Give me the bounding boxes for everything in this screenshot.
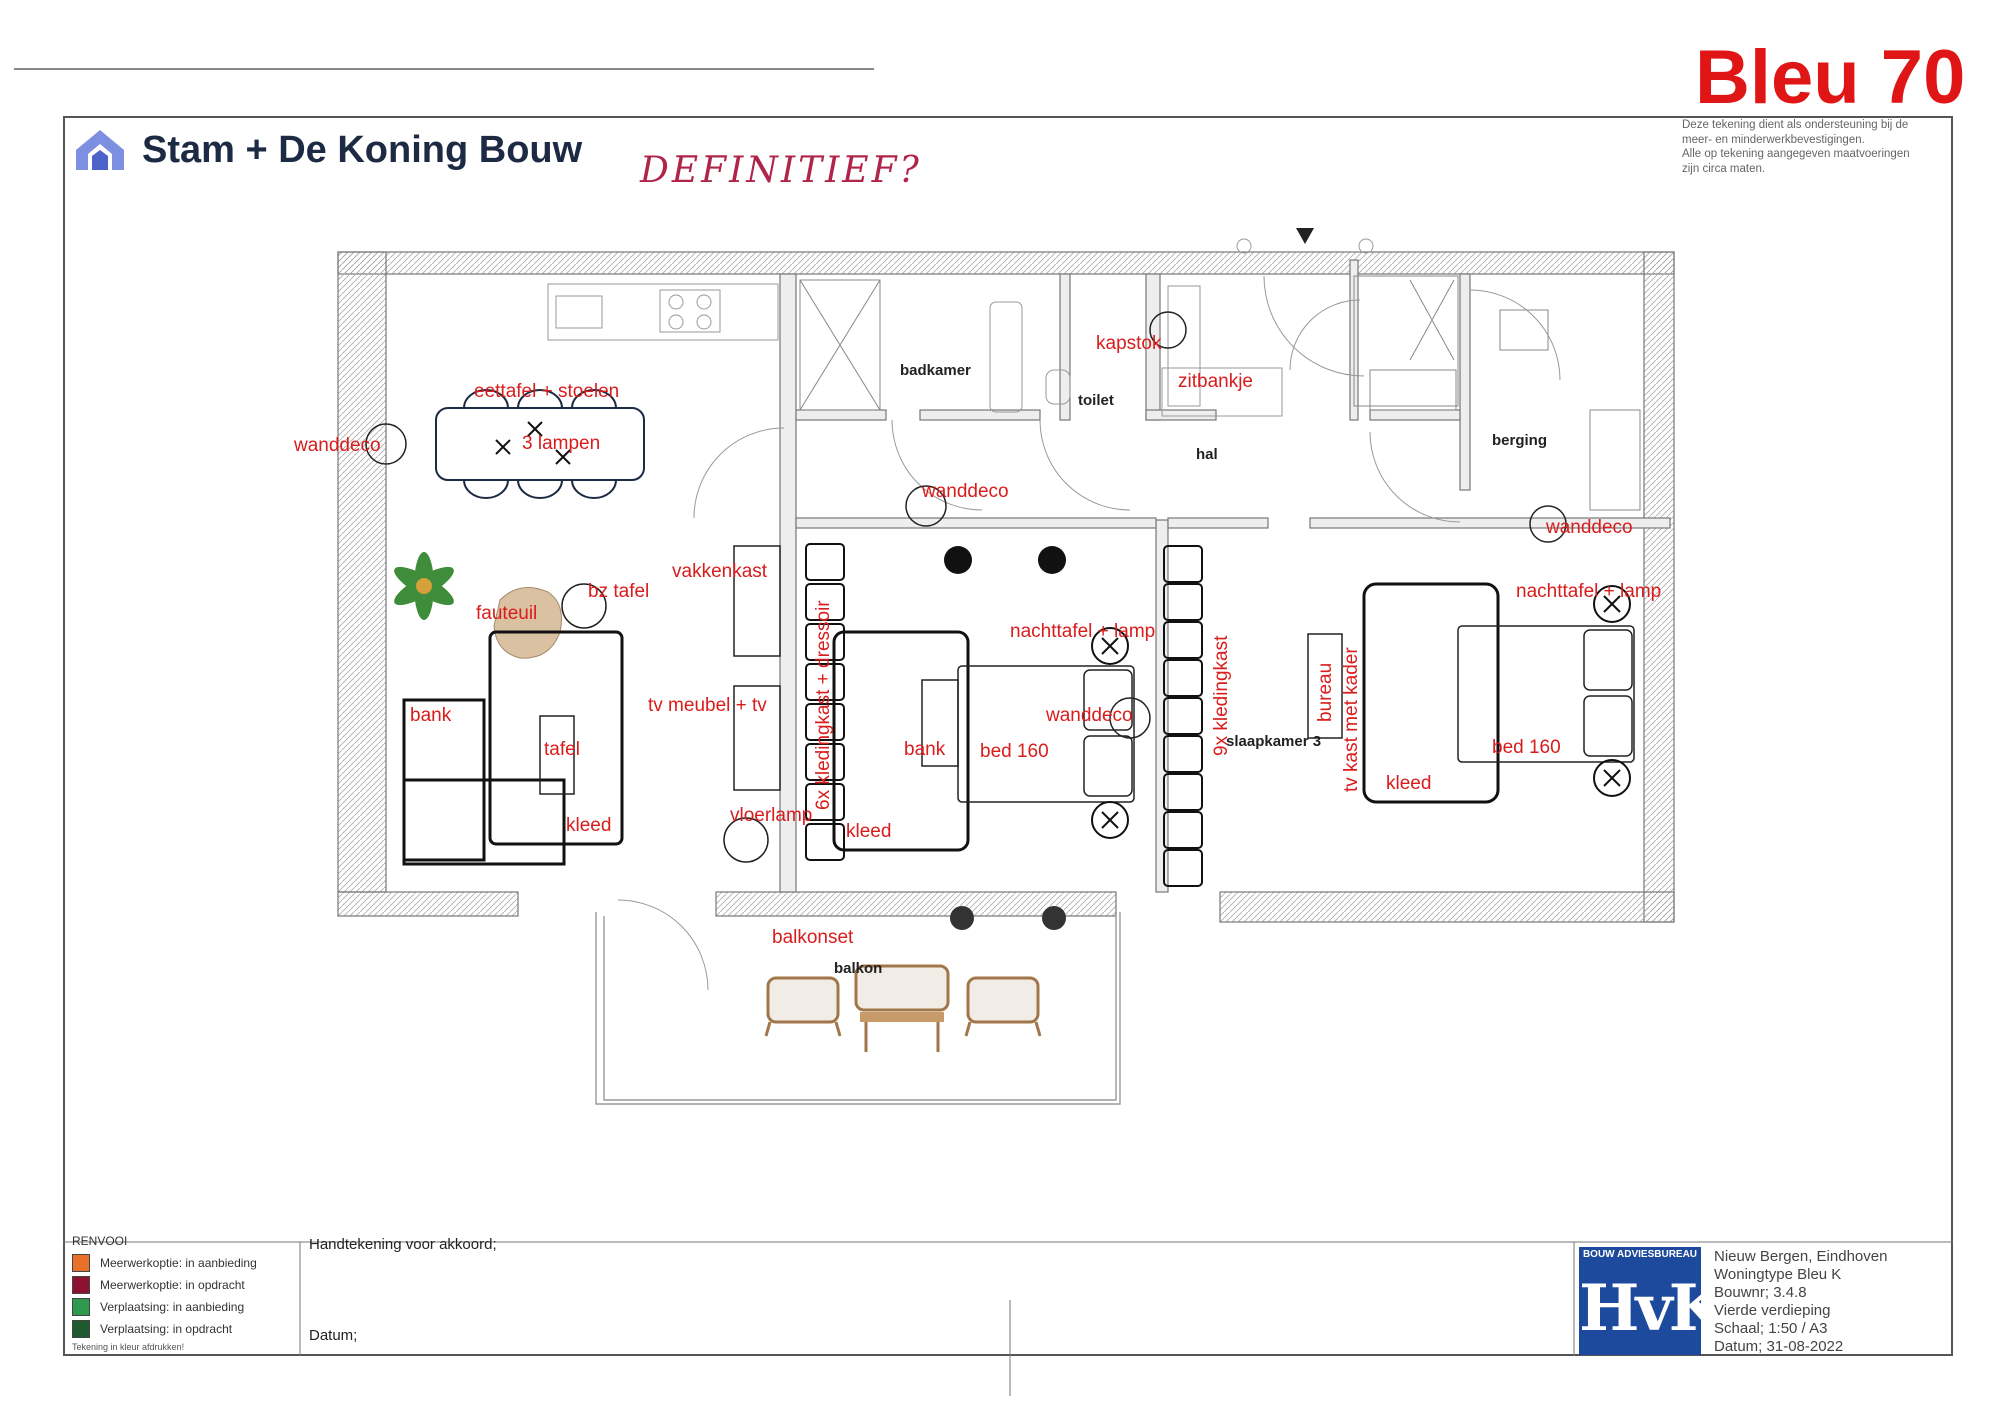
label-bed-160-a: bed 160	[980, 741, 1049, 762]
hvk-logo-mark: HvK	[1579, 1271, 1724, 1346]
legend-footnote: Tekening in kleur afdrukken!	[72, 1342, 185, 1352]
legend: RENVOOI Meerwerkoptie: in aanbieding Mee…	[72, 1234, 297, 1352]
label-balkonset: balkonset	[772, 927, 854, 948]
legend-label: Meerwerkoptie: in opdracht	[100, 1278, 245, 1292]
balcony-outline	[595, 912, 1121, 1105]
house-logo-icon	[76, 130, 124, 170]
label-kapstok: kapstok	[1096, 333, 1162, 354]
label-nachttafel-a: nachttafel + lamp	[1010, 621, 1156, 642]
legend-item: Verplaatsing: in opdracht	[72, 1318, 297, 1340]
legend-swatch	[72, 1254, 90, 1272]
label-wanddeco-hal: wanddeco	[922, 481, 1009, 502]
plan-badge: Bleu 70	[1695, 35, 1966, 120]
company-header: Stam + De Koning Bouw	[72, 126, 582, 174]
label-wanddeco-living: wanddeco	[294, 435, 381, 456]
signature-label: Handtekening voor akkoord;	[309, 1236, 497, 1253]
label-bureau: bureau	[1315, 662, 1336, 722]
legend-title: RENVOOI	[72, 1234, 128, 1248]
drawing-frame	[63, 116, 1953, 1356]
status-note: DEFINITIEF?	[640, 150, 922, 191]
room-berging: berging	[1492, 432, 1547, 449]
label-zitbankje: zitbankje	[1178, 371, 1253, 392]
legend-label: Meerwerkoptie: in aanbieding	[100, 1256, 257, 1270]
legend-label: Verplaatsing: in aanbieding	[100, 1300, 245, 1314]
label-kledingkast-9: 9x kledingkast	[1211, 635, 1232, 756]
top-rule	[14, 68, 874, 70]
project-line: Bouwnr; 3.4.8	[1714, 1284, 1807, 1301]
kitchen-counter	[547, 283, 779, 341]
disclaimer: Deze tekening dient als ondersteuning bi…	[1682, 118, 1944, 176]
label-bank-living: bank	[410, 705, 452, 726]
entry-arrow	[1296, 228, 1314, 244]
bedroom-rug-a	[832, 630, 970, 852]
label-wanddeco-bedroom: wanddeco	[1046, 705, 1133, 726]
label-kleed-living: kleed	[566, 815, 612, 836]
label-nachttafel-b: nachttafel + lamp	[1516, 581, 1662, 602]
label-fauteuil: fauteuil	[476, 603, 538, 624]
label-eettafel: eettafel + stoelen	[474, 381, 620, 402]
legend-swatch	[72, 1320, 90, 1338]
bed-b	[1457, 625, 1635, 763]
hvk-logo: BOUW ADVIESBUREAU HvK	[1579, 1247, 1724, 1355]
room-balkon: balkon	[834, 960, 883, 977]
room-toilet: toilet	[1078, 392, 1114, 409]
hvk-logo-caption: BOUW ADVIESBUREAU	[1582, 1249, 1698, 1260]
wardrobe-column-b	[1163, 545, 1203, 887]
dining-table	[435, 389, 645, 499]
label-bed-160-b: bed 160	[1492, 737, 1561, 758]
wardrobe-column-a	[805, 543, 845, 861]
label-bank-bedroom: bank	[904, 739, 946, 760]
legend-item: Verplaatsing: in aanbieding	[72, 1296, 297, 1318]
balcony-set	[764, 964, 1042, 1052]
disclaimer-line: zijn circa maten.	[1682, 162, 1766, 175]
disclaimer-line: meer- en minderwerkbevestigingen.	[1682, 133, 1865, 146]
label-bz-tafel: bz tafel	[588, 581, 650, 602]
legend-swatch	[72, 1298, 90, 1316]
project-line: Schaal; 1:50 / A3	[1714, 1320, 1828, 1337]
living-rug	[488, 630, 624, 846]
date-label: Datum;	[309, 1327, 358, 1344]
label-tafel: tafel	[544, 739, 580, 760]
label-tv-meubel: tv meubel + tv	[648, 695, 767, 716]
label-kleed-master: kleed	[1386, 773, 1432, 794]
label-kleed-bedroom: kleed	[846, 821, 892, 842]
legend-item: Meerwerkoptie: in aanbieding	[72, 1252, 297, 1274]
legend-label: Verplaatsing: in opdracht	[100, 1322, 233, 1336]
label-kledingkast-6: 6x kledingkast + dressoir	[813, 600, 834, 810]
legend-swatch	[72, 1276, 90, 1294]
company-name: Stam + De Koning Bouw	[142, 128, 583, 171]
legend-item: Meerwerkoptie: in opdracht	[72, 1274, 297, 1296]
room-badkamer: badkamer	[900, 362, 971, 379]
project-info: Nieuw Bergen, Eindhoven Woningtype Bleu …	[1714, 1248, 1887, 1356]
label-wanddeco-berging: wanddeco	[1546, 517, 1633, 538]
label-vloerlamp: vloerlamp	[730, 805, 813, 826]
lamp-markers	[495, 421, 571, 465]
label-vakkenkast: vakkenkast	[672, 561, 768, 582]
project-line: Datum; 31-08-2022	[1714, 1338, 1844, 1355]
interior-walls	[779, 259, 1671, 893]
label-lampen: 3 lampen	[522, 433, 601, 454]
bedroom-rug-b	[1362, 582, 1500, 804]
project-line: Vierde verdieping	[1714, 1302, 1831, 1319]
outer-walls	[337, 251, 1675, 923]
project-line: Nieuw Bergen, Eindhoven	[1714, 1248, 1888, 1265]
room-hal: hal	[1196, 446, 1218, 463]
bed-a	[957, 665, 1135, 803]
disclaimer-line: Deze tekening dient als ondersteuning bi…	[1682, 119, 1909, 131]
plant	[394, 552, 454, 620]
label-tv-kast: tv kast met kader	[1341, 647, 1362, 792]
room-slaapkamer-3: slaapkamer 3	[1226, 733, 1322, 750]
disclaimer-line: Alle op tekening aangegeven maatvoeringe…	[1682, 148, 1910, 160]
project-line: Woningtype Bleu K	[1714, 1266, 1842, 1283]
